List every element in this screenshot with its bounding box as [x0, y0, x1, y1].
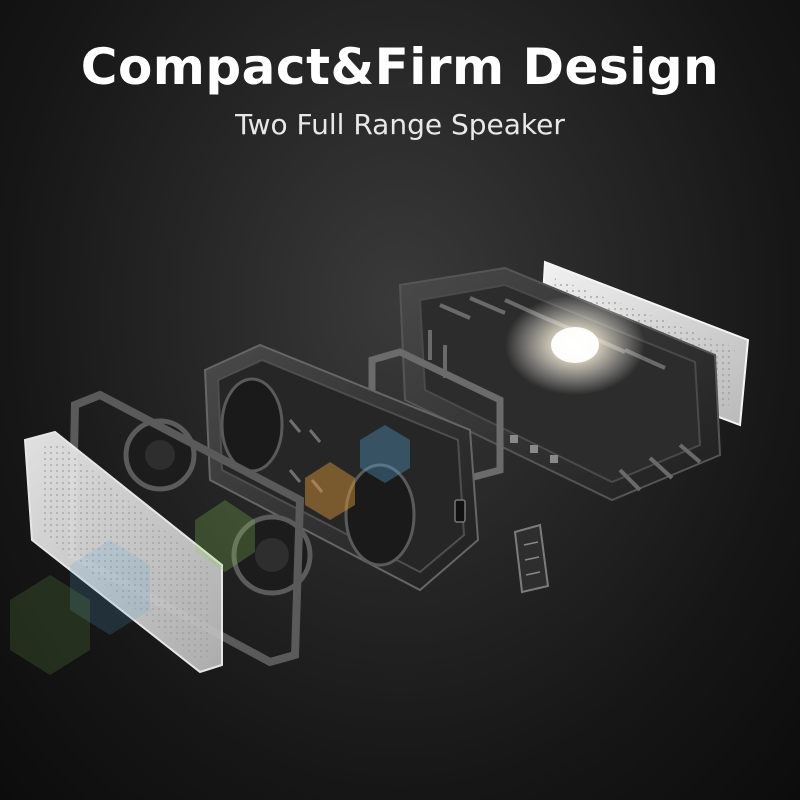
enclosure-right-port [344, 463, 416, 567]
driver-left [123, 418, 197, 492]
driver-right [231, 514, 313, 596]
light-glow [505, 295, 645, 395]
enclosure-left-port [220, 377, 284, 473]
front-grille-left [23, 430, 223, 674]
banner-title: Compact&Firm Design [80, 38, 720, 96]
battery-module [513, 523, 550, 594]
speaker-enclosure [203, 343, 480, 592]
usb-port-icon [454, 499, 466, 523]
banner-subtitle: Two Full Range Speaker [235, 108, 565, 141]
lens-flares [10, 425, 410, 675]
